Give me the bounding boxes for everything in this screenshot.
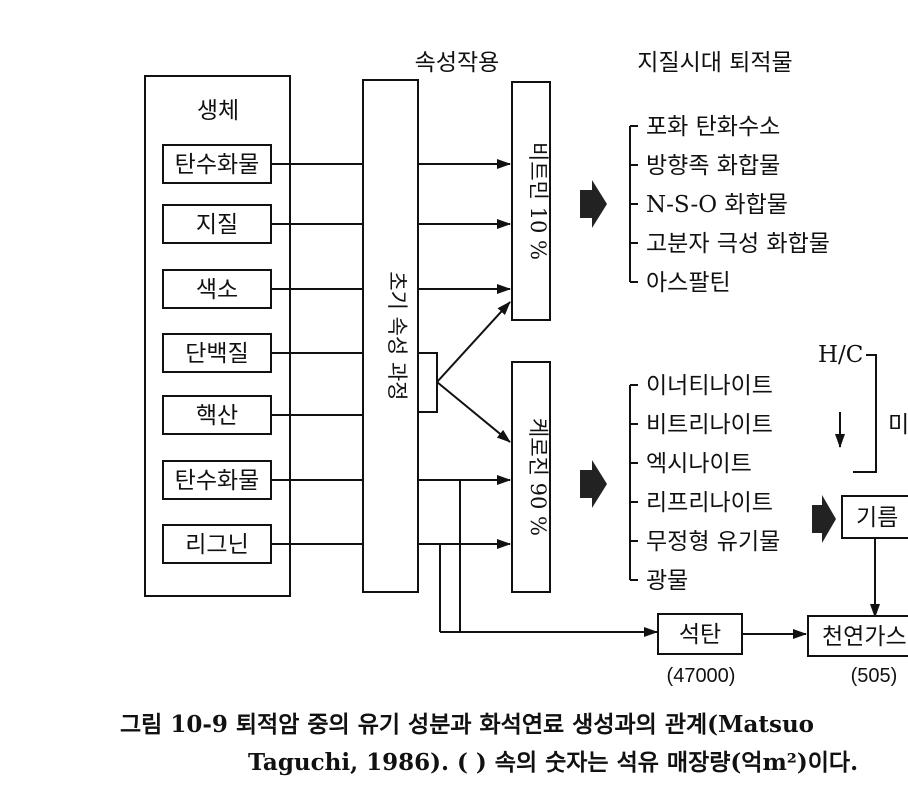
organism-item-label: 리그닌 xyxy=(185,532,248,558)
bitumen-product-5: 아스팔틴 xyxy=(646,270,731,296)
hc-bracket xyxy=(853,354,877,473)
organism-item-3: 색소 xyxy=(162,269,272,309)
organism-item-6: 탄수화물 xyxy=(162,460,272,500)
kerogen-thick-arrow xyxy=(580,460,607,508)
coal-label: 석탄 xyxy=(679,622,721,648)
bitumen-products-bracket xyxy=(629,125,638,283)
oil-box xyxy=(841,495,908,539)
organism-item-5: 핵산 xyxy=(162,395,272,435)
header-diagenesis: 속성작용 xyxy=(415,50,500,76)
bitumen-arrows xyxy=(418,159,511,294)
organism-item-4: 단백질 xyxy=(162,333,272,373)
organism-item-label: 색소 xyxy=(196,277,238,303)
header-sediment: 지질시대 퇴적물 xyxy=(637,50,792,76)
coal-box xyxy=(657,613,743,655)
bitumen-label: 비트민 10 % xyxy=(526,142,550,260)
kerogen-product-6: 광물 xyxy=(646,568,688,594)
kerogen-product-3: 엑시나이트 xyxy=(646,451,752,477)
cut-character: 미 xyxy=(888,412,908,438)
kerogen-product-2: 비트리나이트 xyxy=(646,412,773,438)
early-diagenesis-column xyxy=(362,79,419,593)
bitumen-product-4: 고분자 극성 화합물 xyxy=(646,231,830,257)
organism-item-label: 핵산 xyxy=(196,403,238,429)
item-connectors xyxy=(271,163,363,545)
organism-item-label: 단백질 xyxy=(185,341,248,367)
kerogen-product-5: 무정형 유기물 xyxy=(646,529,780,555)
kerogen-label: 케로진 90 % xyxy=(526,418,550,536)
bitumen-product-2: 방향족 화합물 xyxy=(646,153,780,179)
organism-item-7: 리그닌 xyxy=(162,524,272,564)
figure-caption-line2: Taguchi, 1986). ( ) 속의 숫자는 석유 매장량(억m²)이다… xyxy=(248,749,858,776)
organism-item-label: 탄수화물 xyxy=(175,152,260,178)
organism-item-label: 지질 xyxy=(196,212,238,238)
gas-box xyxy=(807,615,908,657)
coal-reserve: (47000) xyxy=(667,665,736,687)
bitumen-product-1: 포화 탄화수소 xyxy=(646,114,780,140)
kerogen-products-bracket xyxy=(629,384,638,581)
organism-item-2: 지질 xyxy=(162,204,272,244)
hc-label: H/C xyxy=(818,342,863,368)
oil-thick-arrow xyxy=(812,495,836,543)
gas-label: 천연가스 xyxy=(822,624,907,650)
organism-item-1: 탄수화물 xyxy=(162,144,272,184)
bitumen-box xyxy=(511,81,551,321)
bitumen-thick-arrow xyxy=(580,180,607,228)
lower-connectors xyxy=(418,475,658,637)
branch-connector xyxy=(418,301,511,443)
kerogen-product-1: 이너티나이트 xyxy=(646,373,773,399)
oil-label: 기름 xyxy=(856,505,898,531)
kerogen-box xyxy=(511,361,551,593)
bitumen-product-3: N-S-O 화합물 xyxy=(646,192,788,218)
organism-item-label: 탄수화물 xyxy=(175,468,260,494)
gas-reserve: (505) xyxy=(851,665,898,687)
kerogen-product-4: 리프리나이트 xyxy=(646,490,773,516)
figure-caption-line1: 그림 10-9 퇴적암 중의 유기 성분과 화석연료 생성과의 관계(Matsu… xyxy=(120,711,814,738)
early-diagenesis-label: 초기 속성 과정 xyxy=(385,271,409,400)
organism-title: 생체 xyxy=(197,98,239,124)
